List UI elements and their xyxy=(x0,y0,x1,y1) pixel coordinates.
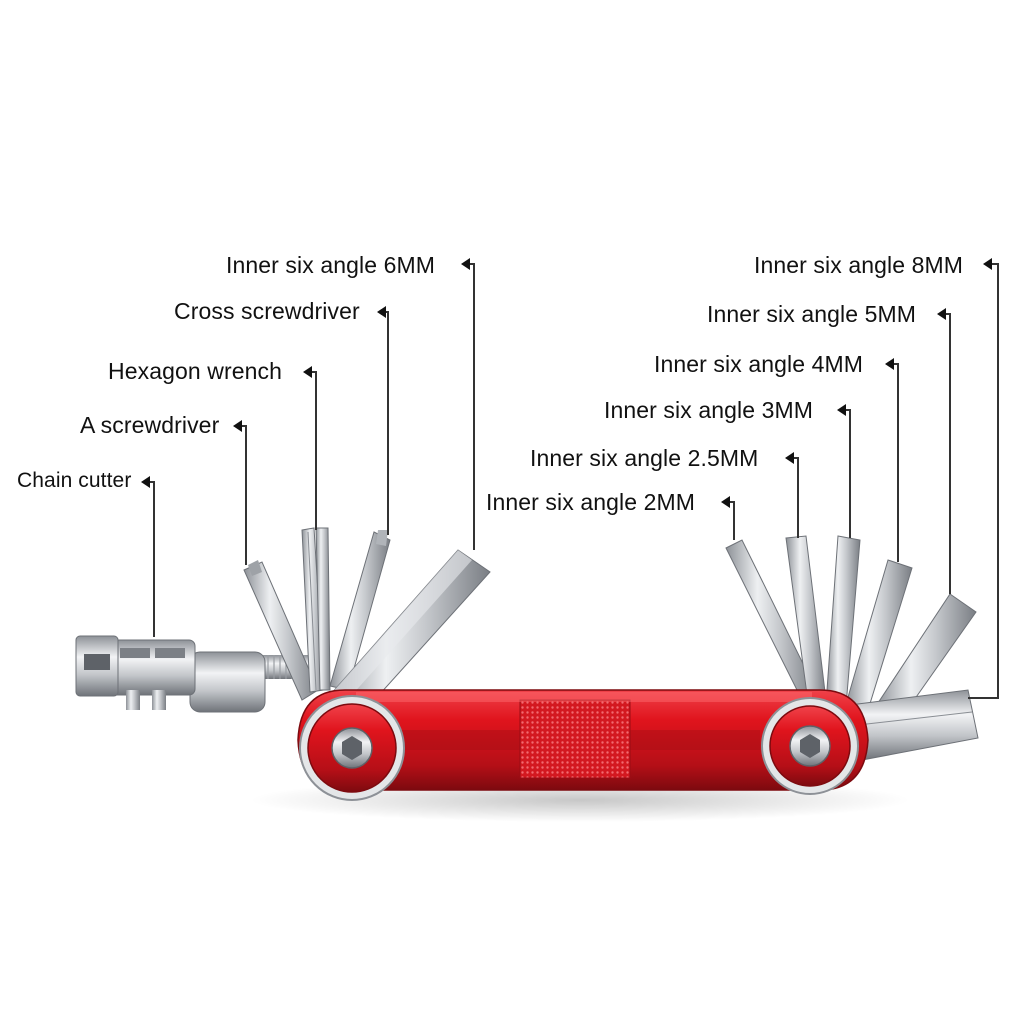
callout-arrow-icon xyxy=(837,404,846,416)
label-inner-six-angle-3mm: Inner six angle 3MM xyxy=(604,397,813,423)
callout-arrow-icon xyxy=(303,366,312,378)
label-a-screwdriver: A screwdriver xyxy=(80,412,220,438)
label-inner-six-angle-2-5mm: Inner six angle 2.5MM xyxy=(530,445,759,471)
right-pivot-bolt xyxy=(761,697,859,795)
label-hexagon-wrench: Hexagon wrench xyxy=(108,358,283,384)
callout-arrow-icon xyxy=(461,258,470,270)
knurled-grip xyxy=(519,699,631,779)
label-inner-six-angle-8mm: Inner six angle 8MM xyxy=(754,252,963,278)
callout-arrow-icon xyxy=(937,308,946,320)
label-inner-six-angle-4mm: Inner six angle 4MM xyxy=(654,351,863,377)
callout-arrow-icon xyxy=(885,358,894,370)
chain-cutter xyxy=(75,635,310,713)
red-handle xyxy=(297,689,869,791)
right-tool-fan xyxy=(725,535,979,761)
label-cross-screwdriver: Cross screwdriver xyxy=(174,298,360,324)
callout-arrow-icon xyxy=(785,452,794,464)
callout-arrow-icon xyxy=(983,258,992,270)
callout-arrow-icon xyxy=(721,496,730,508)
left-pivot-bolt xyxy=(299,695,405,801)
callout-arrow-icon xyxy=(233,420,242,432)
left-tool-fan xyxy=(243,527,491,717)
label-inner-six-angle-2mm: Inner six angle 2MM xyxy=(486,489,695,515)
label-inner-six-angle-6mm: Inner six angle 6MM xyxy=(226,252,435,278)
callout-arrow-icon xyxy=(377,306,386,318)
label-chain-cutter: Chain cutter xyxy=(17,469,132,492)
label-inner-six-angle-5mm: Inner six angle 5MM xyxy=(707,301,916,327)
callout-arrow-icon xyxy=(141,476,150,488)
